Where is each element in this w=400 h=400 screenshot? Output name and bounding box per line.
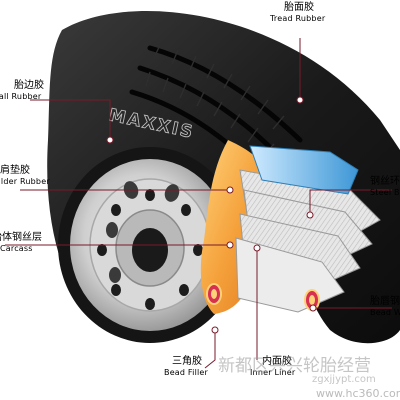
bead-filler-label: 三角胶 Bead Filler: [164, 356, 208, 378]
sidewall-rubber-label: 胎边胶 Sidewall Rubber: [0, 80, 44, 102]
tread-rubber-label: 胎面胶 Tread Rubber: [270, 2, 325, 24]
tread-rubber-cn: 胎面胶: [284, 2, 314, 13]
watermark-url: zgxjjypt.com: [312, 374, 376, 385]
carcass-cn: 胎体钢丝层: [0, 232, 42, 243]
sidewall-rubber-en: Sidewall Rubber: [0, 92, 42, 101]
watermark-company: 新都区兴兴轮胎经营: [218, 356, 371, 376]
carcass-label: 胎体钢丝层 Carcass: [0, 232, 42, 254]
leader-dots: [106, 96, 317, 334]
inner-liner-cn: 内面胶: [262, 356, 292, 367]
carcass-en: Carcass: [0, 244, 33, 253]
sidewall-rubber-cn: 胎边胶: [14, 80, 44, 91]
bead-wire-label: 胎唇钢丝 Bead Wire: [370, 296, 400, 318]
steel-belt-layer: [249, 145, 359, 195]
shoulder-rubber-en: Shoulder Rubber: [0, 177, 50, 186]
leader-lines: [5, 38, 392, 369]
inner-liner-label: 内面胶 Inner Liner: [250, 356, 295, 378]
shoulder-rubber-cn: 肩垫胶: [0, 165, 30, 176]
steel-belt-en: Steel Belt: [370, 188, 400, 197]
bead-bundles: [206, 283, 320, 311]
tread-rubber-en: Tread Rubber: [270, 14, 326, 23]
bead-wire-en: Bead Wire: [370, 308, 400, 317]
watermark-site: www.hc360.com: [316, 387, 400, 400]
steel-belt-cn: 钢丝环: [370, 176, 400, 187]
inner-liner-en: Inner Liner: [250, 368, 296, 377]
bead-wire-cn: 胎唇钢丝: [370, 296, 400, 307]
bead-filler-en: Bead Filler: [164, 368, 209, 377]
bead-filler-cn: 三角胶: [172, 356, 202, 367]
steel-belt-label: 钢丝环 Steel Belt: [370, 176, 400, 198]
shoulder-rubber-label: 肩垫胶 Shoulder Rubber: [0, 165, 50, 187]
